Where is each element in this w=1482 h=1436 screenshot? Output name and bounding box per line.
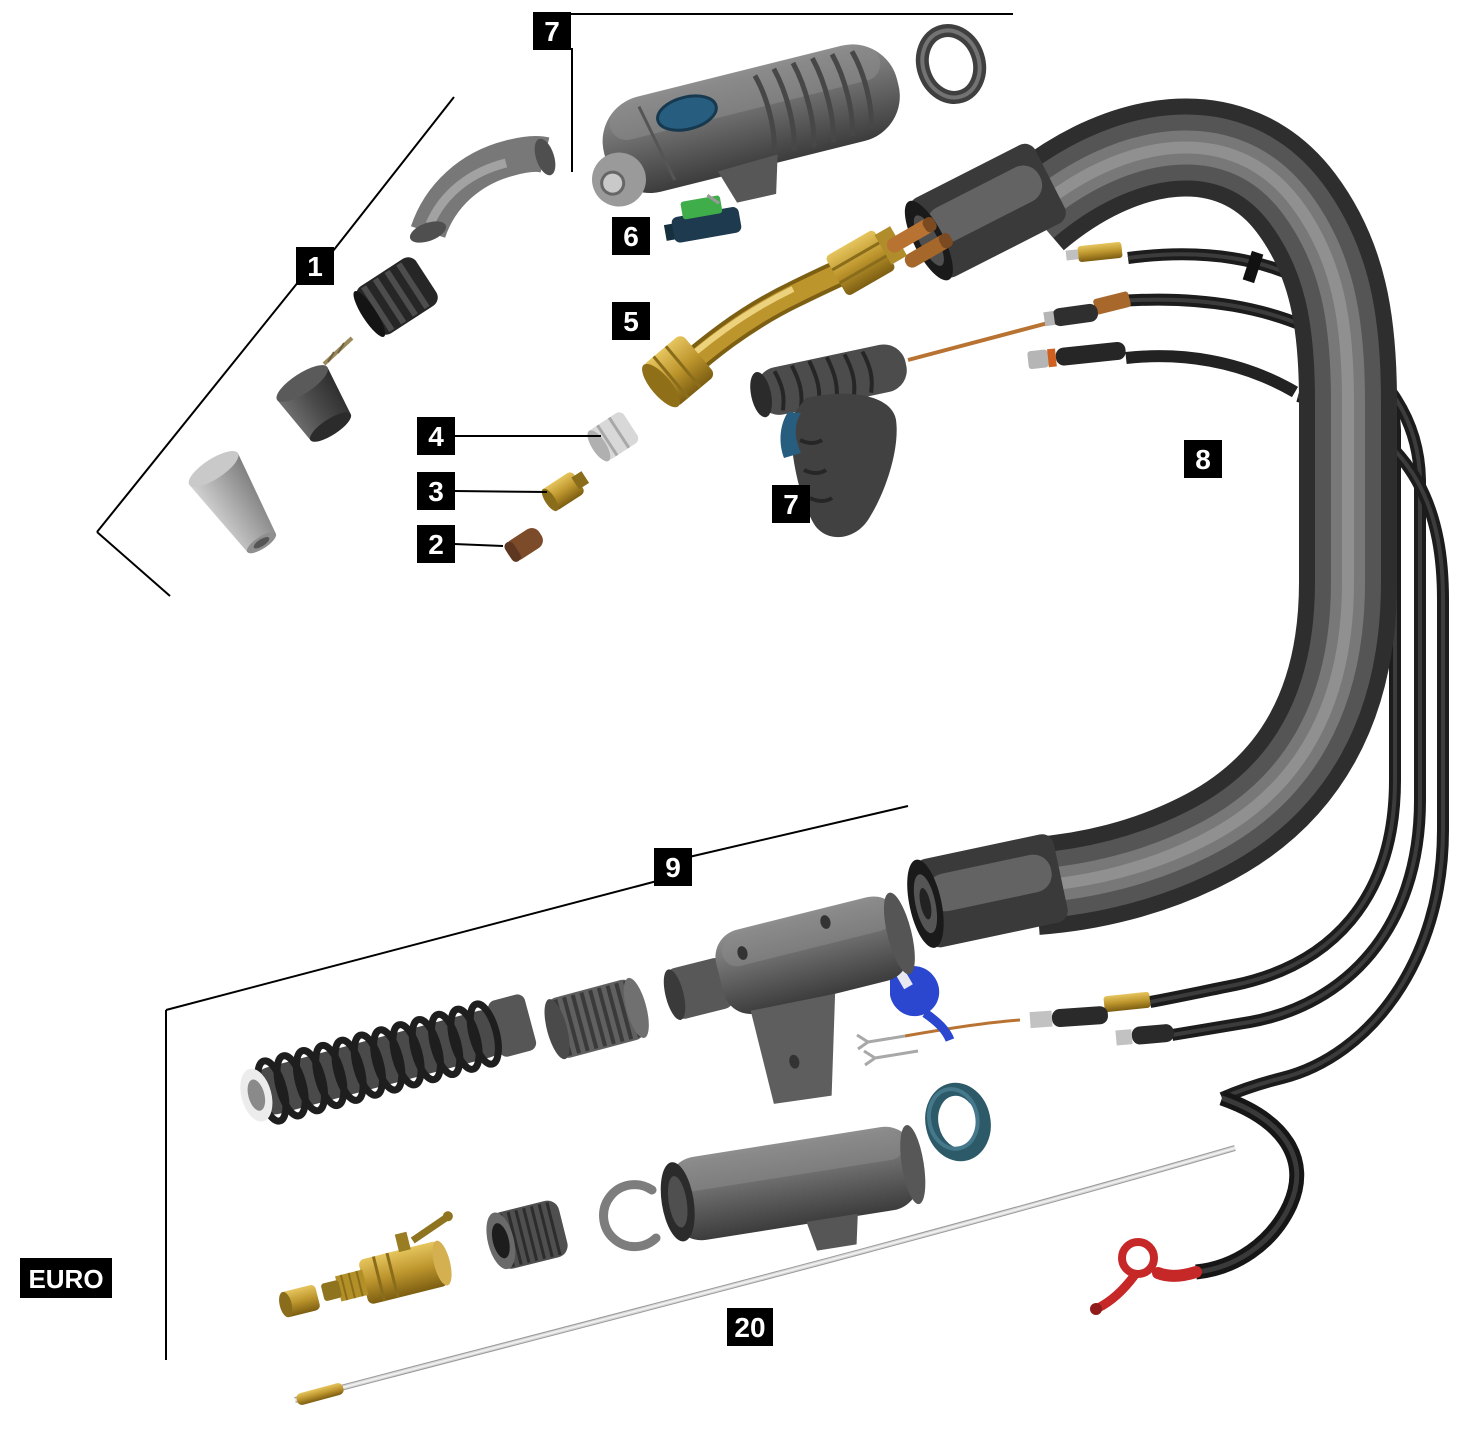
callout-label-9: 9: [665, 852, 681, 883]
nozzle-cup: [276, 365, 352, 442]
callout-label-2: 2: [428, 529, 444, 560]
neck-front-collar: [642, 336, 714, 408]
callout-lines: [96, 13, 1013, 1360]
callout-label-5: 5: [623, 306, 639, 337]
nozzle-elbow: [409, 136, 556, 243]
cable-hose-assembly: [856, 98, 1449, 1280]
connector-body: [663, 892, 915, 1104]
callout-line-1-a: [332, 96, 455, 252]
handle-trigger-tab: [717, 154, 778, 203]
cable-terminal-low: [1027, 341, 1126, 370]
contact-tip-holder: [541, 471, 590, 512]
callout-badge-20: 20: [727, 1308, 773, 1346]
callout-label-3: 3: [428, 476, 444, 507]
wrapped-cable-highlight: [1195, 1095, 1300, 1275]
gold-connector-bottom: [1103, 991, 1151, 1013]
cable-terminal-bottom: [1115, 1024, 1174, 1046]
red-wire-guide: [1090, 1238, 1202, 1315]
callout-badge-euro: EURO: [20, 1258, 112, 1298]
copper-power-prongs: [886, 216, 953, 268]
callout-line-2: [453, 543, 504, 547]
callout-line-3: [453, 490, 548, 493]
callout-badge-4: 4: [417, 417, 455, 455]
callout-line-9-b: [165, 880, 658, 1011]
silver-connector-bottom: [1029, 1006, 1108, 1029]
gold-connector-top: [1065, 242, 1123, 262]
copper-terminal: [1093, 291, 1131, 315]
callout-badge-5: 5: [612, 302, 650, 340]
callout-line-9-a: [688, 805, 909, 858]
pistol-grip-trigger: [780, 412, 801, 458]
callout-badge-9: 9: [654, 848, 692, 886]
callout-badge-6: 6: [612, 217, 650, 255]
callout-badge-8: 8: [1184, 440, 1222, 478]
tapered-nozzle: [188, 451, 277, 554]
copper-wire-bottom: [904, 1018, 1021, 1038]
swan-neck: [642, 216, 953, 408]
callout-badge-1: 1: [296, 247, 334, 285]
callout-label-7-top: 7: [544, 16, 560, 47]
brass-spacer: [279, 1285, 320, 1318]
callout-label-1: 1: [307, 251, 323, 282]
cable-end-connectors-bottom: [856, 966, 1174, 1067]
gas-diffuser: [587, 412, 639, 462]
cable-terminal-mid: [1043, 303, 1098, 327]
knurled-nut: [486, 1200, 568, 1270]
cable-stub: [1125, 350, 1299, 398]
module-spring: [706, 193, 720, 205]
euro-rear-connector-group: [240, 892, 991, 1318]
torch-handle-top: [591, 44, 900, 207]
callout-badge-7-top: 7: [533, 12, 571, 50]
callout-label-4: 4: [428, 421, 444, 452]
cable-end-connectors-top: [907, 242, 1299, 398]
callout-label-8: 8: [1195, 444, 1211, 475]
handle-blue-button: [656, 94, 718, 132]
trigger-switch-module: [663, 193, 742, 243]
callout-badges: 7 1 6 5 4 3 2 7: [20, 12, 1222, 1346]
threaded-connector-nut: [544, 977, 649, 1060]
liner-brass-tip: [296, 1383, 344, 1405]
cable-tie: [1242, 250, 1264, 284]
lower-housing: [660, 1125, 926, 1251]
wire-liner: [294, 1145, 1236, 1405]
wrapped-cable: [1195, 1090, 1305, 1280]
handle-grip-ribs: [752, 50, 874, 154]
front-end-consumables-group: [188, 136, 556, 554]
ribbed-collar: [353, 257, 438, 337]
callout-label-euro: EURO: [28, 1264, 103, 1294]
teal-ring: [925, 1082, 991, 1162]
blue-wire-guide: [890, 966, 955, 1042]
callout-label-6: 6: [623, 221, 639, 252]
retaining-clip: [599, 1180, 661, 1252]
euro-power-pin: [321, 1211, 453, 1304]
callout-badge-7-bottom: 7: [772, 485, 810, 523]
hose-plug-bottom: [907, 834, 1068, 948]
callout-label-20: 20: [734, 1312, 765, 1343]
spring-pin: [322, 336, 354, 366]
callout-badge-3: 3: [417, 472, 455, 510]
strain-relief-spring: [240, 994, 537, 1125]
locking-ring: [915, 24, 987, 104]
torch-handle-pistol: [750, 344, 907, 538]
contact-tip: [504, 528, 543, 562]
callout-label-7-bottom: 7: [783, 489, 799, 520]
callout-line-1-c: [96, 531, 171, 597]
callout-line-1-b: [96, 280, 300, 533]
hose-loop: [1000, 98, 1397, 935]
callout-badge-2: 2: [417, 525, 455, 563]
fork-terminals: [856, 1033, 919, 1067]
